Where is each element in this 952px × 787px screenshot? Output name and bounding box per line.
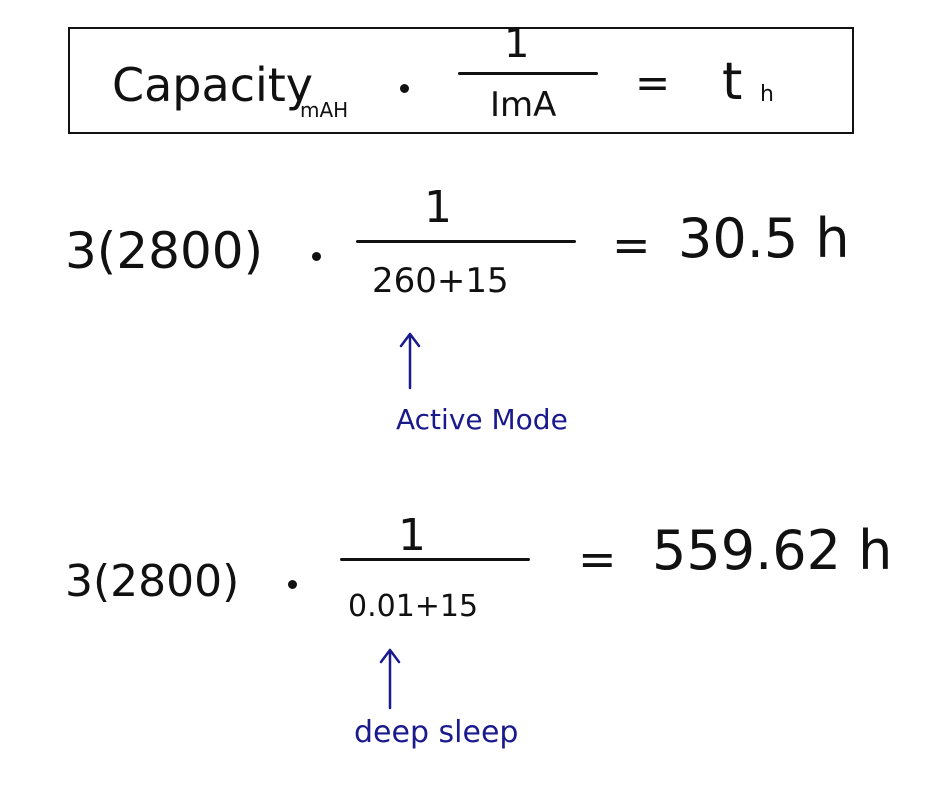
result-subscript: h [760, 82, 774, 107]
sleep-denominator: 0.01+15 [348, 589, 479, 624]
multiply-dot [400, 84, 409, 93]
active-multiply-dot [312, 252, 321, 261]
sleep-coefficient: 3(2800) [65, 556, 240, 607]
formula-equals: = [635, 58, 671, 107]
active-equals: = [612, 218, 651, 272]
formula-box [68, 27, 854, 134]
active-fraction-bar [356, 240, 576, 243]
active-denominator: 260+15 [372, 261, 509, 301]
sleep-numerator: 1 [398, 510, 426, 561]
capacity-label: Capacity [112, 58, 314, 112]
sleep-equals: = [578, 532, 617, 586]
active-mode-annotation: Active Mode [396, 403, 568, 436]
formula-denominator: ImA [490, 85, 557, 125]
active-numerator: 1 [424, 182, 452, 233]
formula-numerator: 1 [504, 21, 530, 67]
capacity-subscript: mAH [300, 98, 349, 122]
active-arrow-icon [399, 332, 421, 390]
deep-sleep-annotation: deep sleep [354, 715, 519, 750]
formula-fraction-bar [458, 72, 598, 75]
sleep-result: 559.62 h [652, 519, 893, 582]
active-result: 30.5 h [678, 207, 850, 270]
active-coefficient: 3(2800) [65, 222, 264, 280]
sleep-multiply-dot [288, 580, 297, 589]
sleep-arrow-icon [379, 648, 401, 710]
result-symbol: t [722, 52, 743, 112]
sleep-fraction-bar [340, 558, 530, 561]
